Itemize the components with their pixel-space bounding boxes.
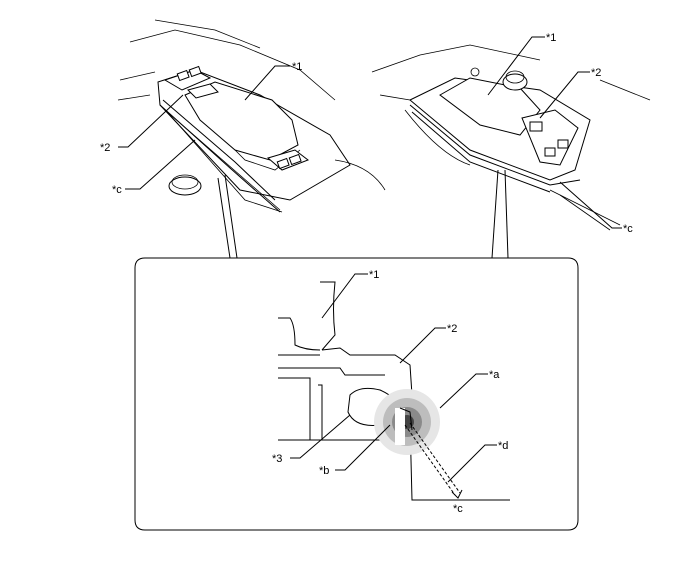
detail-label-3: *3 [272, 453, 282, 465]
right-console-illustration [371, 44, 651, 259]
leader-lines [118, 36, 622, 483]
detail-label-part1: *1 [369, 269, 379, 281]
left-console-illustration [117, 19, 386, 259]
left-label-partc: *c [112, 184, 122, 196]
left-label-part1: *1 [292, 61, 302, 73]
detail-callout [134, 257, 579, 531]
detail-label-part2: *2 [447, 323, 457, 335]
detail-label-b: *b [319, 465, 329, 477]
right-label-part1: *1 [546, 32, 556, 44]
right-label-partc: *c [623, 223, 633, 235]
right-label-part2: *2 [591, 67, 601, 79]
detail-label-a: *a [489, 369, 500, 381]
detail-label-c: *c [453, 503, 463, 515]
left-label-part2: *2 [100, 142, 110, 154]
detail-label-d: *d [498, 440, 508, 452]
